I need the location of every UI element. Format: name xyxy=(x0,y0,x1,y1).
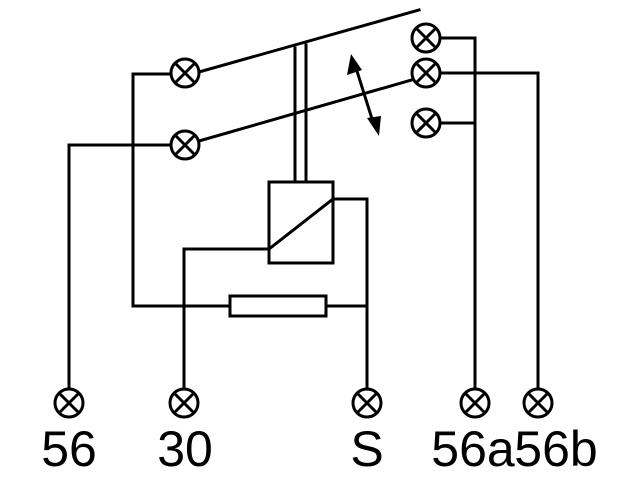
terminal-contact-bottom xyxy=(410,107,442,139)
relay-coil xyxy=(266,180,336,265)
wires xyxy=(67,36,540,392)
terminal-56a xyxy=(459,387,491,419)
switch-lever-top xyxy=(197,8,421,74)
wire-s-line xyxy=(331,197,369,392)
terminal-contact-top xyxy=(410,22,442,54)
terminal-switch-upper xyxy=(169,57,201,89)
label-56a: 56a xyxy=(431,421,515,477)
label-30: 30 xyxy=(157,421,213,477)
resistor xyxy=(228,294,328,318)
terminal-s xyxy=(351,387,383,419)
switch-contacts xyxy=(197,8,421,184)
coil-diagonal xyxy=(266,196,336,252)
terminal-56b xyxy=(522,387,554,419)
wire-56a-line xyxy=(438,36,477,392)
wire-left-loop xyxy=(131,72,232,308)
wire-56-line xyxy=(67,143,174,392)
terminal-30 xyxy=(168,387,200,419)
terminal-56 xyxy=(53,387,85,419)
wire-30-line xyxy=(182,247,271,392)
label-s: S xyxy=(350,421,383,477)
label-56b: 56b xyxy=(514,421,597,477)
terminal-switch-lower xyxy=(169,129,201,161)
double-arrow-icon xyxy=(347,54,381,136)
wire-56b-line xyxy=(438,71,540,392)
label-56: 56 xyxy=(41,421,97,477)
terminal-contact-middle xyxy=(410,57,442,89)
